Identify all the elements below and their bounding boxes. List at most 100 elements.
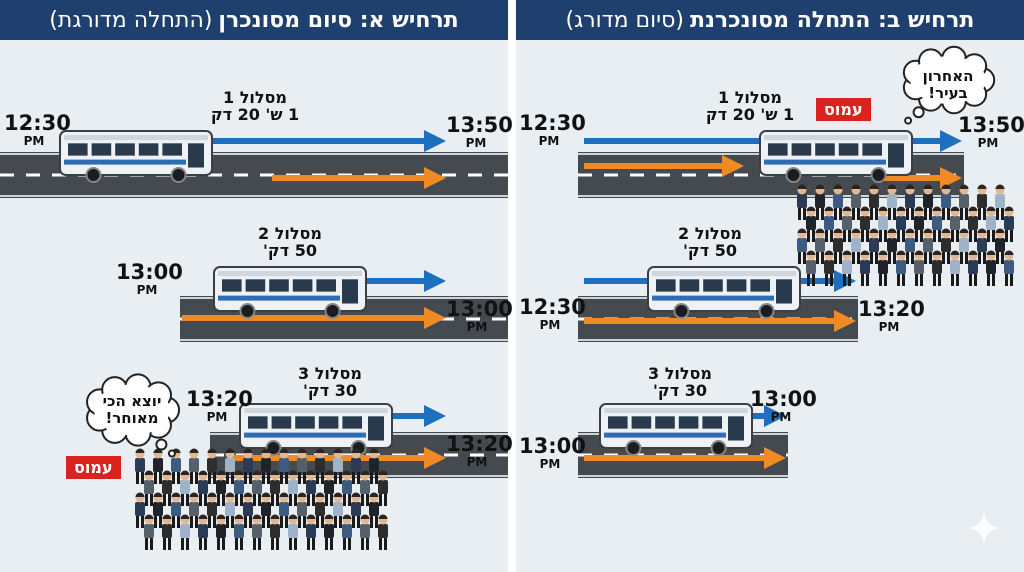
person-body [351,502,361,516]
person-body [306,524,316,538]
person-leg [848,274,851,286]
bus-stripe [218,295,340,301]
person-leg [366,538,369,550]
route-name: מסלול 1 [717,88,782,107]
panel-a-route-2-orange-arrow [182,307,446,329]
person-body [252,480,262,494]
person-body [369,458,379,472]
person-body [351,458,361,472]
person-hair [968,250,978,255]
bus-icon [59,130,213,183]
person-hair [225,448,235,453]
bus-window [703,279,723,292]
person-leg [348,538,351,550]
person-hair [797,184,807,189]
arrow-right-icon [424,447,446,469]
person-leg [325,538,328,550]
person-leg [812,274,815,286]
person-body [860,260,870,274]
person-leg [330,494,333,506]
person-hair [180,470,190,475]
person-body [198,524,208,538]
person-hair [806,206,816,211]
person-body [941,194,951,208]
person-hair [198,470,208,475]
person-leg [177,516,180,528]
person-leg [190,472,193,484]
person-body [995,194,1005,208]
panel-b-title: תרחיש ב: התחלה מסונכרנת [689,7,975,33]
person-leg [289,538,292,550]
person-hair [833,184,843,189]
person-leg [159,516,162,528]
person-hair [216,470,226,475]
person-body [378,480,388,494]
person-hair [171,492,181,497]
route-duration: 1 ש' 20 דק [210,104,300,124]
person-leg [172,516,175,528]
person-hair [189,492,199,497]
arrow-shaft [350,278,428,284]
bus-window [655,416,675,429]
person-leg [1001,208,1004,220]
person-leg [879,274,882,286]
route-name: מסלול 2 [677,224,742,243]
panel-a-route-2-blue-arrow [350,270,446,292]
bus-icon [759,130,913,183]
thought-line: האחרון [922,67,974,85]
person-leg [303,516,306,528]
bus-wheel [673,303,690,319]
person-leg [190,516,193,528]
bus-door [888,143,904,168]
person-body [959,194,969,208]
person-leg [357,472,360,484]
person-leg [141,472,144,484]
person-body [297,502,307,516]
person-hair [887,184,897,189]
person-leg [929,208,932,220]
person-body [851,238,861,252]
person-leg [244,516,247,528]
person-leg [956,230,959,242]
time-ampm: PM [977,136,999,150]
person-leg [956,274,959,286]
person-leg [870,208,873,220]
person-hair [324,514,334,519]
sparkle-icon [968,512,1000,544]
person-hair [968,206,978,211]
person-hair [1004,206,1014,211]
person-leg [204,494,207,506]
person-hair [360,470,370,475]
person-hair [378,514,388,519]
bus-wheel [785,167,802,183]
person-leg [911,208,914,220]
person-leg [888,208,891,220]
person-hair [923,184,933,189]
person-leg [825,230,828,242]
person-leg [942,208,945,220]
person-hair [180,514,190,519]
person-leg [1001,252,1004,264]
person-leg [276,538,279,550]
arrow-right-icon [940,167,962,189]
person-leg [303,472,306,484]
panel-a-route-3-start: 13:20 PM [186,389,253,424]
arrow-shaft [272,175,428,181]
arrow-shaft [748,413,768,419]
person-leg [875,252,878,264]
person-leg [204,538,207,550]
person-hair [378,470,388,475]
person-leg [136,516,139,528]
person-leg [217,494,220,506]
time-ampm: PM [206,410,228,424]
time-ampm: PM [466,320,488,334]
person-leg [915,230,918,242]
person-hair [1004,250,1014,255]
person-leg [330,538,333,550]
person-leg [231,516,234,528]
person-leg [154,472,157,484]
person-leg [969,230,972,242]
person-body [851,194,861,208]
person-leg [834,208,837,220]
panel-a-thought-text: יוצא הכי מאוחר! [92,392,172,428]
